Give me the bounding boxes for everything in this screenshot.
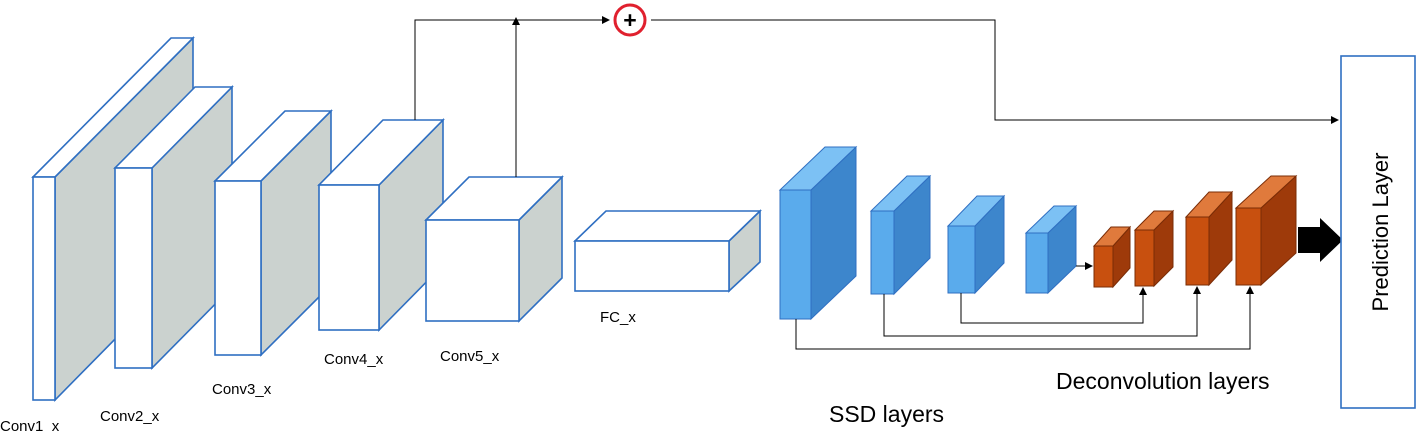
conv1-label: Conv1_x <box>0 418 60 433</box>
ssd-deconv-connections <box>795 262 1254 350</box>
conv4-block <box>317 118 445 332</box>
fc-block <box>573 209 762 293</box>
deconv-block-4 <box>1234 174 1298 287</box>
output-arrow <box>1298 218 1343 262</box>
deconv-block-2 <box>1133 209 1175 288</box>
conv2-block <box>113 85 234 370</box>
conv3-label: Conv3_x <box>212 381 272 398</box>
deconvolution-layers-label: Deconvolution layers <box>1056 368 1270 394</box>
add-symbol: + <box>623 7 636 33</box>
prediction-layer-box <box>1340 55 1416 409</box>
ssd-block-3 <box>946 194 1006 295</box>
ssd-block-2 <box>869 174 932 296</box>
conv5-block <box>424 175 564 323</box>
conv3-block <box>213 109 333 357</box>
conv4-label: Conv4_x <box>324 351 384 368</box>
deconv-block-1 <box>1092 225 1132 289</box>
skip-connections <box>414 16 1339 177</box>
ssd-block-1 <box>778 145 858 321</box>
add-node: + <box>613 3 647 37</box>
conv2-label: Conv2_x <box>100 408 160 425</box>
ssd-layers-label: SSD layers <box>829 401 944 427</box>
ssd-block-4 <box>1024 204 1078 295</box>
deconv-block-3 <box>1184 190 1234 287</box>
prediction-layer-label: Prediction Layer <box>1368 153 1393 312</box>
conv5-label: Conv5_x <box>440 348 500 365</box>
fc-label: FC_x <box>600 309 636 326</box>
